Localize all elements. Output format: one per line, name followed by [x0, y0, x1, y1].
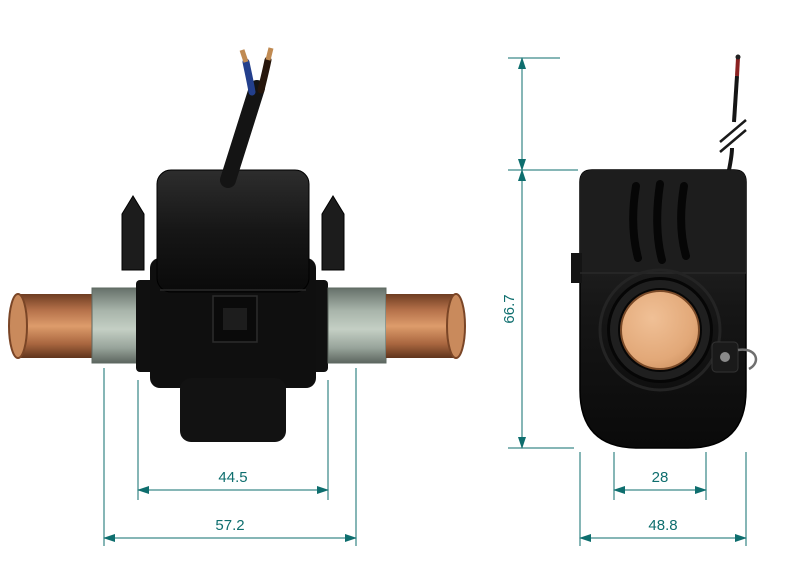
- grip-grooves: [629, 180, 690, 264]
- ferrule-brown-wire: [265, 47, 274, 61]
- cable-sheath: [220, 80, 265, 188]
- wire-red-tip: [735, 57, 740, 77]
- wire-brown: [257, 56, 272, 94]
- ferrule-blue-wire: [239, 49, 249, 63]
- groove: [653, 180, 666, 264]
- side-wire: [719, 54, 747, 171]
- side-latch: [711, 341, 758, 373]
- front-view: 44.5 57.2: [8, 47, 466, 546]
- dimension-side-height: [508, 57, 578, 449]
- dimension-front-outer: [103, 368, 357, 546]
- mount-clip-right: [321, 195, 345, 271]
- dimension-side-outer: [579, 452, 747, 546]
- groove: [677, 182, 690, 260]
- wire-blue: [242, 58, 256, 96]
- break-mark: [719, 119, 747, 143]
- dim-side-outer-label: 48.8: [648, 517, 677, 534]
- dim-side-height-label: 66.7: [501, 294, 518, 323]
- sleeve-gray-left: [91, 287, 139, 364]
- sleeve-gray-right: [327, 287, 387, 364]
- secondary-cable: [220, 47, 274, 188]
- break-mark: [719, 129, 747, 153]
- conductor-hole: [598, 268, 722, 392]
- dim-front-outer-label: 57.2: [215, 517, 244, 534]
- hinge-notch: [571, 253, 582, 283]
- copper-end-cap-right: [446, 293, 466, 359]
- wire-tip-cap: [735, 54, 741, 60]
- latch-wire-loop: [737, 348, 758, 371]
- clamp-body-front: [150, 169, 316, 442]
- side-view: 66.7 28 48.8: [501, 54, 758, 546]
- clamp-body-tab: [180, 378, 286, 442]
- latch-screw: [720, 352, 730, 362]
- dim-front-inner-label: 44.5: [218, 469, 247, 486]
- dim-side-hole-label: 28: [652, 469, 669, 486]
- wire-upper-segment: [732, 75, 739, 123]
- groove: [629, 182, 642, 262]
- hole-boss-ring: [598, 268, 722, 392]
- conductor-cross-section: [620, 290, 700, 370]
- hole-inner-ring: [610, 280, 710, 380]
- latch-detail-inner: [223, 308, 247, 330]
- dimension-front-inner: [137, 380, 329, 500]
- mount-clip-left: [121, 195, 145, 271]
- wire-lower-segment: [727, 147, 734, 171]
- copper-end-cap-left: [8, 293, 28, 359]
- clamp-lid-side: [580, 170, 746, 273]
- copper-conductor-left: [16, 294, 96, 358]
- dimension-side-hole: [613, 452, 707, 500]
- clamp-body-lid: [156, 169, 310, 293]
